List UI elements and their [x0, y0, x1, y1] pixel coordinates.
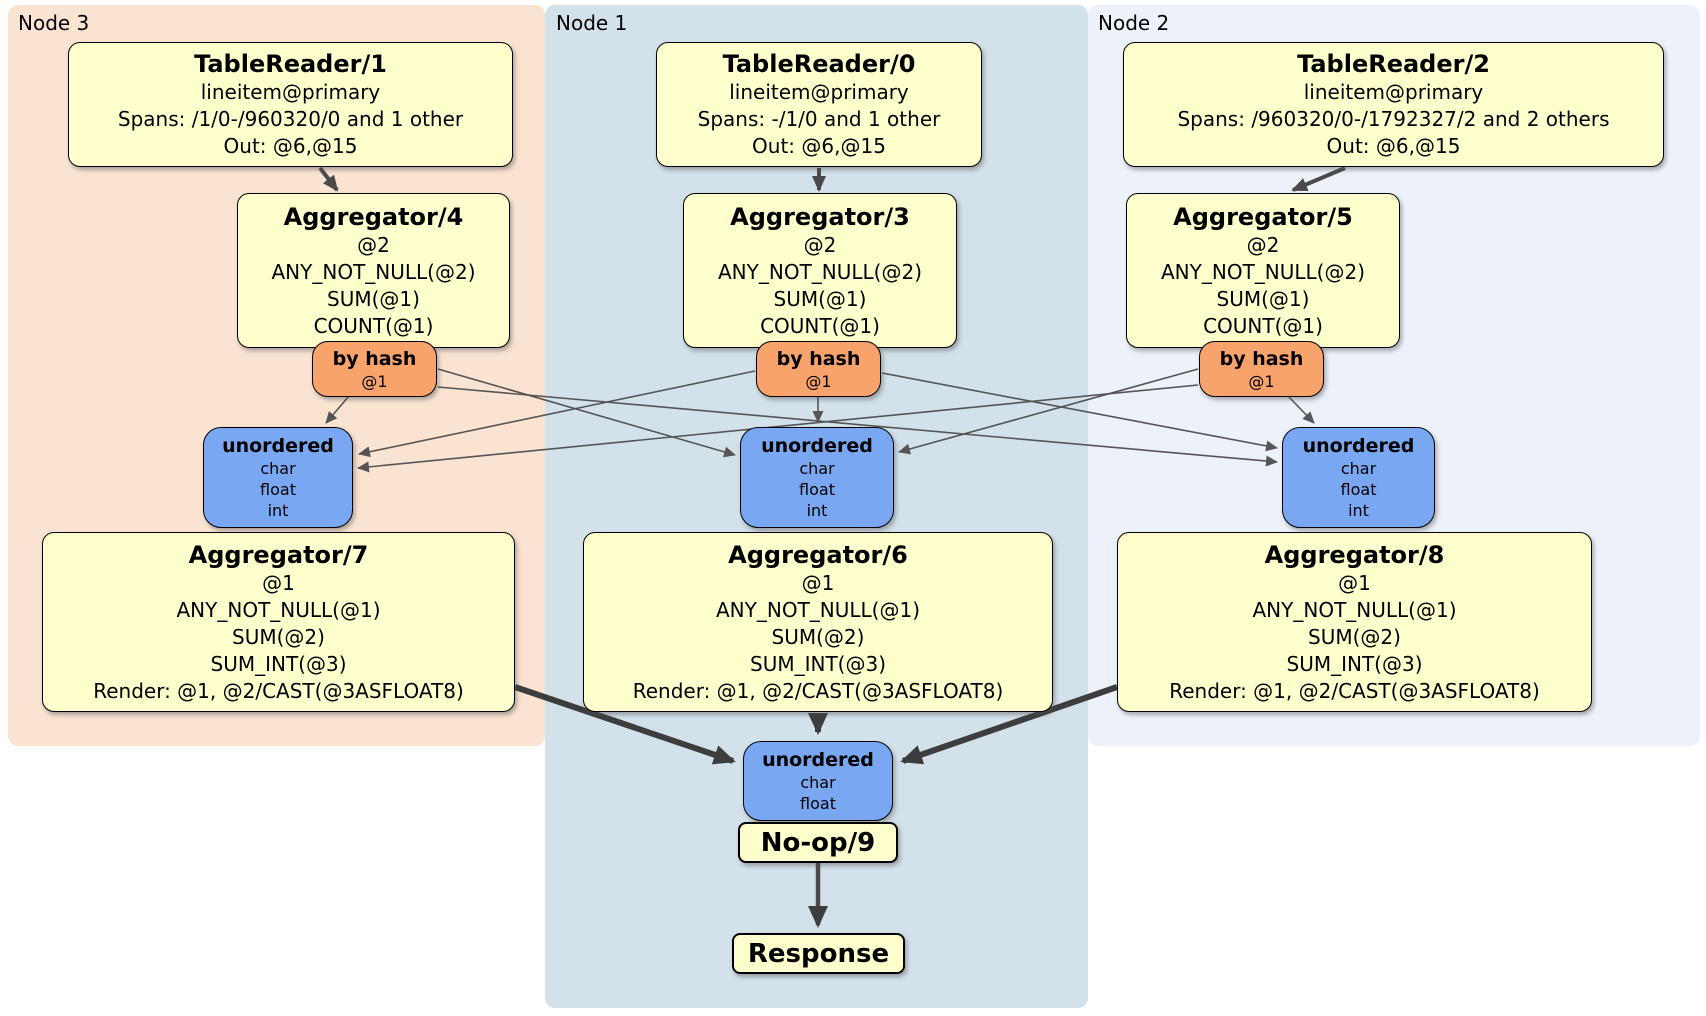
box-line: SUM(@2)	[232, 624, 325, 649]
box-line: ANY_NOT_NULL(@1)	[716, 597, 920, 622]
box-line: @1	[361, 371, 388, 391]
box-aggregator-3: Aggregator/3 @2 ANY_NOT_NULL(@2) SUM(@1)…	[683, 193, 957, 348]
box-line: float	[800, 794, 836, 813]
box-aggregator-6: Aggregator/6 @1 ANY_NOT_NULL(@1) SUM(@2)…	[583, 532, 1053, 712]
box-line: SUM_INT(@3)	[750, 651, 886, 676]
box-line: @2	[803, 232, 837, 257]
box-title: unordered	[761, 435, 873, 457]
box-line: lineitem@primary	[729, 80, 909, 104]
box-line: ANY_NOT_NULL(@2)	[718, 259, 922, 284]
box-sync-unordered-node2: unordered char float int	[1282, 427, 1435, 528]
box-sync-unordered-node3: unordered char float int	[203, 427, 353, 528]
box-router-hash-node1: by hash @1	[756, 341, 881, 397]
box-line: @1	[1248, 371, 1275, 391]
box-line: int	[806, 501, 828, 520]
box-router-hash-node3: by hash @1	[312, 341, 437, 397]
box-line: char	[799, 459, 835, 478]
box-tablereader-1: TableReader/1 lineitem@primary Spans: /1…	[68, 42, 513, 167]
box-title: unordered	[222, 435, 334, 457]
box-line: float	[260, 480, 296, 499]
box-line: COUNT(@1)	[1203, 313, 1323, 338]
box-line: ANY_NOT_NULL(@1)	[1252, 597, 1457, 622]
box-line: SUM(@2)	[771, 624, 865, 649]
box-line: SUM(@1)	[773, 286, 867, 311]
box-noop: No-op/9	[738, 822, 898, 863]
box-title: TableReader/0	[722, 50, 916, 78]
box-title: Aggregator/3	[730, 202, 910, 231]
box-title: by hash	[1219, 347, 1304, 370]
box-line: int	[1348, 501, 1369, 520]
box-line: @2	[357, 232, 390, 257]
box-line: int	[267, 501, 289, 520]
box-line: char	[800, 773, 836, 792]
box-line: Out: @6,@15	[1326, 134, 1461, 158]
box-line: char	[260, 459, 296, 478]
box-line: lineitem@primary	[1303, 80, 1484, 104]
box-aggregator-8: Aggregator/8 @1 ANY_NOT_NULL(@1) SUM(@2)…	[1117, 532, 1592, 712]
box-line: Out: @6,@15	[752, 134, 886, 158]
box-title: TableReader/1	[194, 50, 387, 78]
box-line: @1	[805, 371, 832, 391]
box-title: No-op/9	[760, 827, 876, 858]
box-title: Aggregator/5	[1173, 202, 1353, 231]
box-line: ANY_NOT_NULL(@2)	[1161, 259, 1365, 284]
box-line: Spans: /960320/0-/1792327/2 and 2 others	[1177, 107, 1610, 131]
box-title: by hash	[332, 347, 417, 370]
box-aggregator-4: Aggregator/4 @2 ANY_NOT_NULL(@2) SUM(@1)…	[237, 193, 510, 348]
box-router-hash-node2: by hash @1	[1199, 341, 1324, 397]
box-line: SUM(@1)	[327, 286, 420, 311]
box-line: Spans: /1/0-/960320/0 and 1 other	[117, 107, 464, 131]
box-line: @1	[1338, 570, 1371, 595]
box-line: float	[1340, 480, 1377, 499]
box-line: Render: @1, @2/CAST(@3ASFLOAT8)	[93, 678, 464, 703]
box-line: @2	[1246, 232, 1280, 257]
box-sync-unordered-final: unordered char float	[743, 741, 893, 821]
box-line: ANY_NOT_NULL(@1)	[176, 597, 381, 622]
box-line: @1	[262, 570, 295, 595]
box-title: by hash	[776, 347, 861, 370]
box-title: Aggregator/7	[188, 540, 369, 569]
box-title: TableReader/2	[1297, 50, 1490, 78]
box-line: Render: @1, @2/CAST(@3ASFLOAT8)	[1169, 678, 1540, 703]
box-response: Response	[732, 933, 905, 974]
box-title: unordered	[762, 749, 874, 771]
box-line: SUM_INT(@3)	[210, 651, 347, 676]
region-label-node1: Node 1	[556, 11, 628, 35]
box-line: COUNT(@1)	[760, 313, 880, 338]
box-line: SUM_INT(@3)	[1286, 651, 1423, 676]
box-line: Render: @1, @2/CAST(@3ASFLOAT8)	[632, 678, 1004, 703]
box-line: SUM(@2)	[1308, 624, 1401, 649]
box-line: Out: @6,@15	[223, 134, 358, 158]
box-line: @1	[801, 570, 835, 595]
box-line: char	[1340, 459, 1377, 478]
box-line: float	[799, 480, 835, 499]
region-label-node2: Node 2	[1098, 11, 1170, 35]
box-line: ANY_NOT_NULL(@2)	[271, 259, 476, 284]
box-line: COUNT(@1)	[313, 313, 434, 338]
box-aggregator-7: Aggregator/7 @1 ANY_NOT_NULL(@1) SUM(@2)…	[42, 532, 515, 712]
box-sync-unordered-node1: unordered char float int	[740, 427, 894, 528]
box-aggregator-5: Aggregator/5 @2 ANY_NOT_NULL(@2) SUM(@1)…	[1126, 193, 1400, 348]
box-line: Spans: -/1/0 and 1 other	[697, 107, 941, 131]
box-tablereader-2: TableReader/2 lineitem@primary Spans: /9…	[1123, 42, 1664, 167]
box-title: Response	[747, 938, 890, 969]
box-tablereader-0: TableReader/0 lineitem@primary Spans: -/…	[656, 42, 982, 167]
box-title: unordered	[1302, 435, 1415, 457]
box-line: lineitem@primary	[200, 80, 381, 104]
box-title: Aggregator/8	[1264, 540, 1445, 569]
box-title: Aggregator/4	[283, 202, 464, 231]
region-label-node3: Node 3	[18, 11, 90, 35]
box-title: Aggregator/6	[728, 540, 908, 569]
box-line: SUM(@1)	[1216, 286, 1310, 311]
